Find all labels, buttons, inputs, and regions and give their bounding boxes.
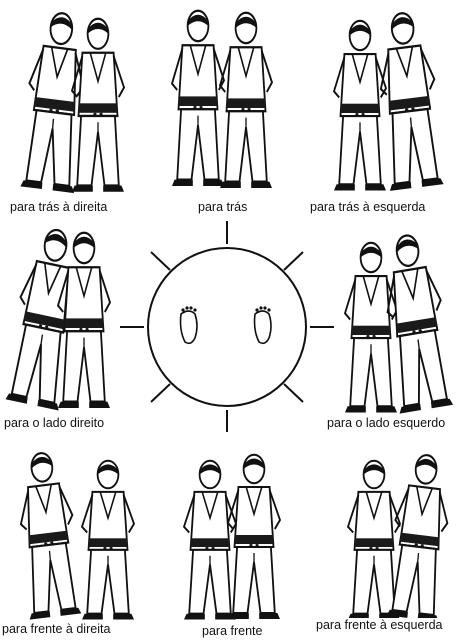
caption-front-right: para frente à direita [2, 622, 110, 636]
judoka-pair-illustration [330, 452, 460, 618]
judoka-pair-illustration [10, 8, 140, 196]
judoka-pair-illustration [325, 228, 465, 416]
caption-back-right: para trás à direita [10, 200, 107, 214]
caption-front-left: para frente à esquerda [316, 618, 442, 632]
caption-back-left: para trás à esquerda [310, 200, 425, 214]
pair-front: para frente [180, 452, 295, 640]
direction-circle [115, 218, 340, 433]
circle-with-directions [115, 218, 340, 433]
judoka-pair-illustration [8, 450, 148, 620]
judoka-pair-illustration [4, 226, 124, 416]
caption-back: para trás [198, 200, 247, 214]
pair-side-left: para o lado esquerdo [325, 228, 470, 433]
pair-back-left: para trás à esquerda [320, 8, 465, 208]
judoka-pair-illustration [170, 6, 280, 194]
judoka-pair-illustration [320, 8, 460, 196]
pair-front-left: para frente à esquerda [330, 452, 470, 640]
pair-back-right: para trás à direita [10, 8, 140, 208]
judoka-pair-illustration [180, 452, 295, 622]
caption-side-right: para o lado direito [4, 416, 104, 430]
pair-front-right: para frente à direita [8, 450, 158, 640]
caption-side-left: para o lado esquerdo [327, 416, 445, 430]
caption-front: para frente [202, 624, 262, 638]
pair-back: para trás [170, 6, 280, 206]
